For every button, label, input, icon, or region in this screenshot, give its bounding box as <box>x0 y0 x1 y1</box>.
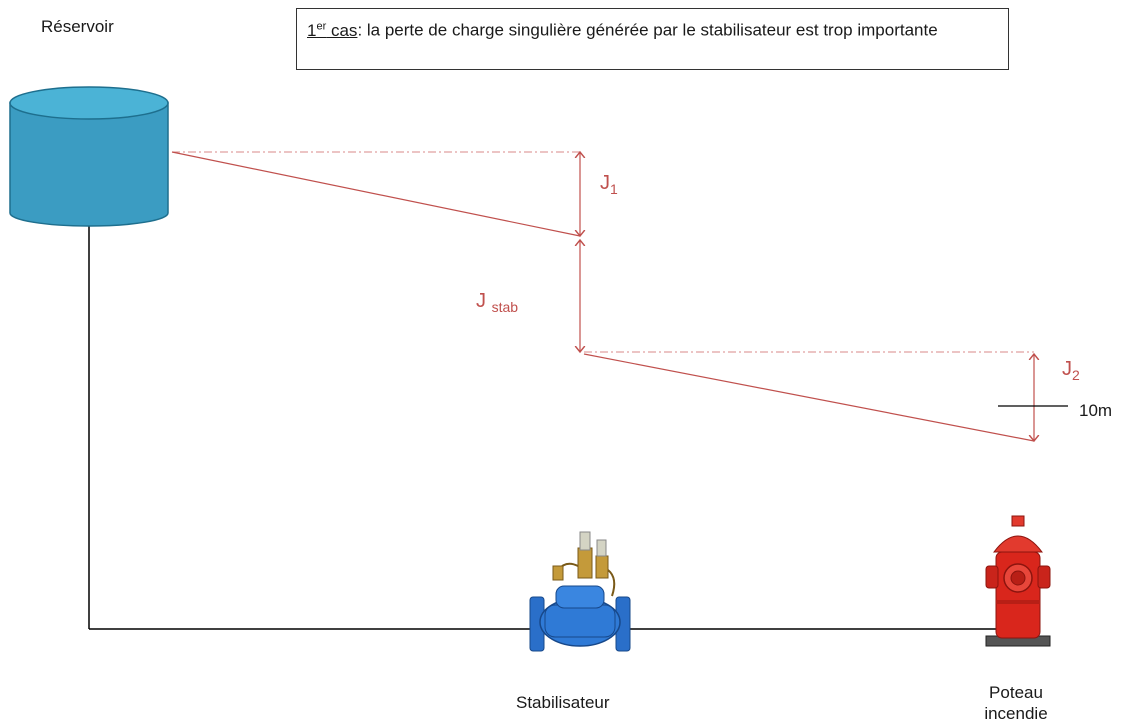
poteau-label-line2: incendie <box>984 704 1048 723</box>
case-number: 1 <box>307 20 317 40</box>
jstab-subscript: stab <box>491 299 519 315</box>
j2-subscript: 2 <box>1072 367 1080 383</box>
j2-label: J2 <box>1062 358 1080 383</box>
hydrant-icon <box>985 515 1051 647</box>
j2-symbol: J <box>1062 358 1072 380</box>
case-heading: 1er cas <box>307 20 358 40</box>
headline-slope-1 <box>171 151 581 237</box>
case-word: cas <box>326 20 358 40</box>
poteau-label-line1: Poteau <box>989 683 1043 702</box>
case-number-suffix: er <box>316 20 327 32</box>
poteau-incendie-label: Poteau incendie <box>966 682 1066 724</box>
case-note-box: 1er cas: la perte de charge singulière g… <box>296 8 1009 70</box>
j1-symbol: J <box>600 172 610 194</box>
pipe <box>88 226 1000 630</box>
headline-slope-2 <box>583 353 1035 442</box>
jstab-label: J stab <box>476 290 518 315</box>
jstab-symbol: J <box>476 290 486 312</box>
case-description: : la perte de charge singulière générée … <box>357 20 938 40</box>
stabilisateur-label: Stabilisateur <box>516 693 610 712</box>
reservoir-label: Réservoir <box>41 17 114 36</box>
j1-label: J1 <box>600 172 618 197</box>
reservoir-tank-icon <box>9 86 169 227</box>
ten-m-label: 10m <box>1079 401 1113 420</box>
j1-subscript: 1 <box>610 181 618 197</box>
valve-icon <box>529 531 631 652</box>
headline-graph <box>171 151 1035 442</box>
